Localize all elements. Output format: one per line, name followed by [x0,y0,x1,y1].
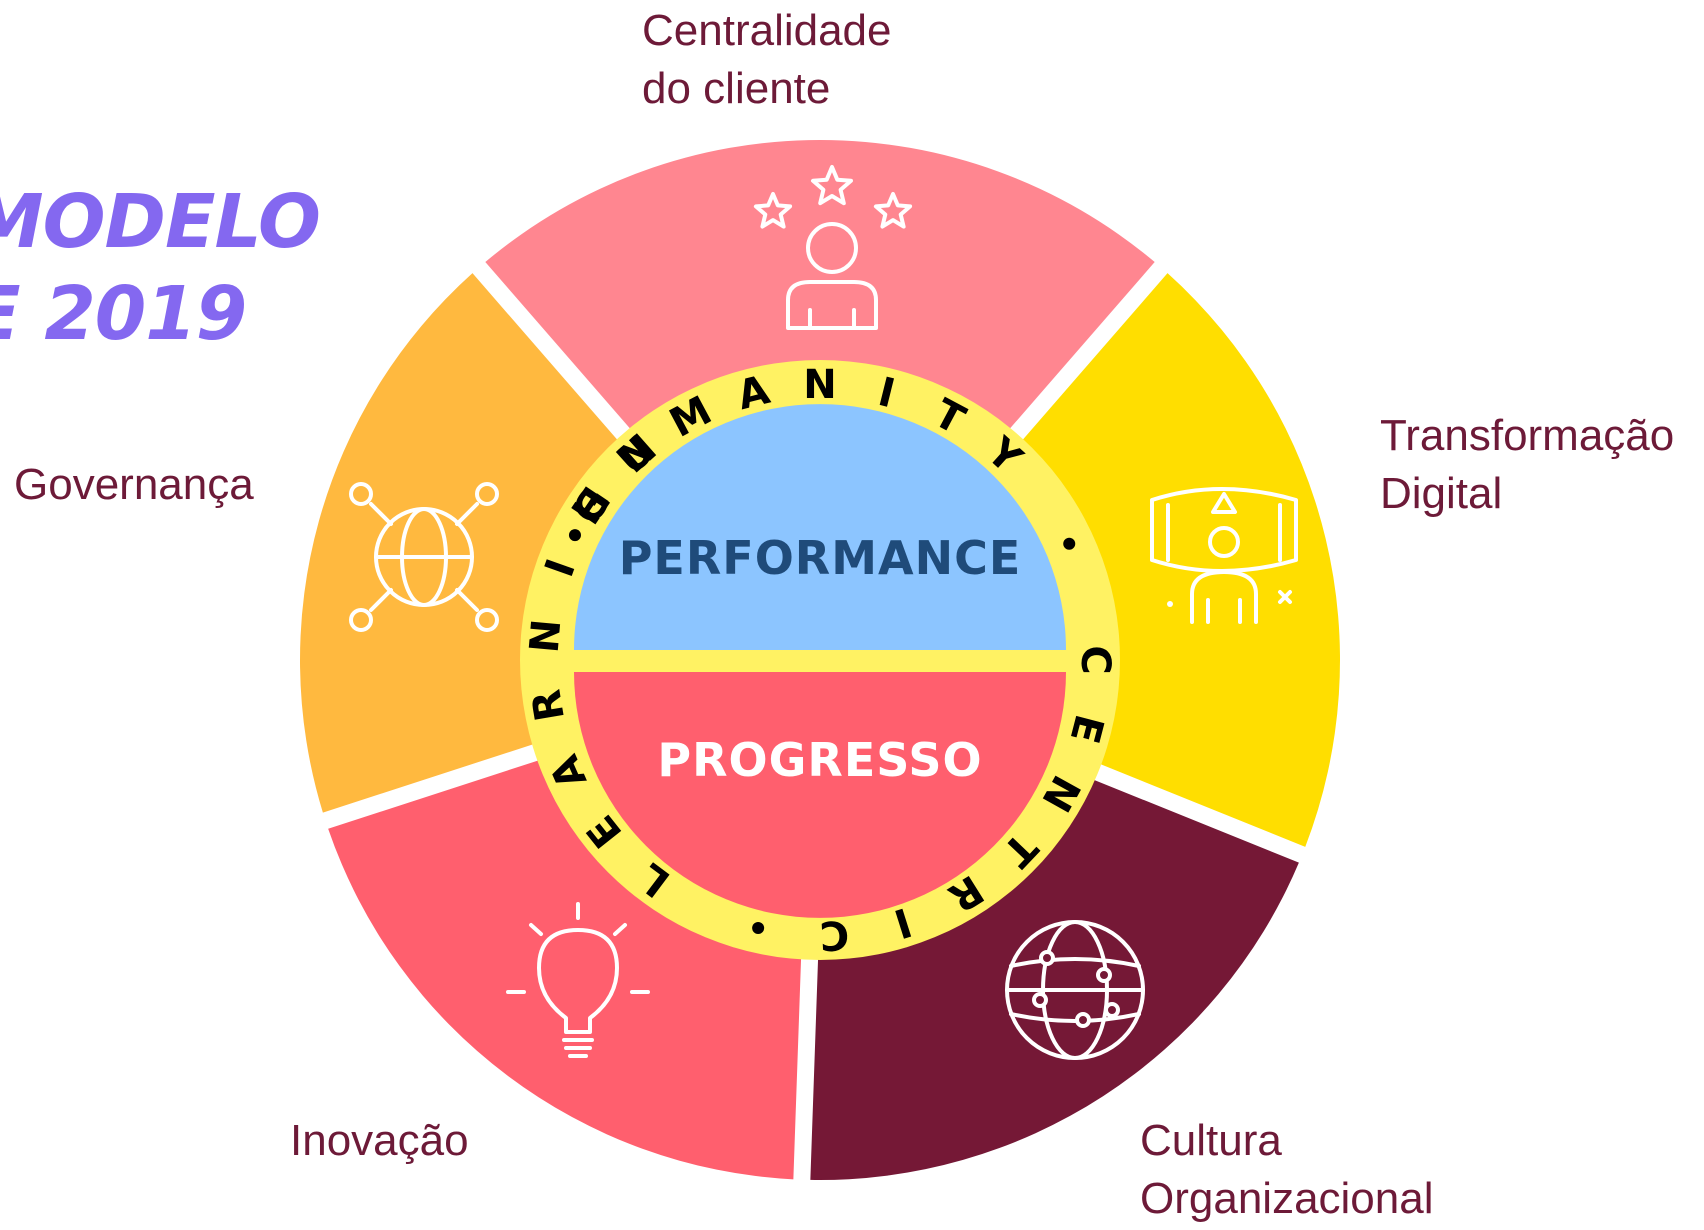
segment-cultura [810,767,1299,1180]
ring-letter: C [819,911,851,958]
ring-separator-dot [568,529,581,542]
progresso-label: PROGRESSO [657,733,982,787]
segment-inovacao [328,749,803,1180]
label-inovacao: Inovação [290,1116,469,1165]
progresso-half [574,672,1066,918]
diagram-title: MODELO E 2019 [0,179,321,357]
ring-separator-dot [1063,537,1076,550]
ring-letter: R [524,686,574,724]
ring-separator-dot [752,921,765,934]
ring-letter: N [522,617,571,654]
person-stars-icon [753,165,913,330]
lightbulb-icon [506,902,650,1058]
performance-half [574,404,1066,650]
segment-centralidade [485,140,1155,455]
network-globe-icon [1005,920,1145,1060]
ring-letter: N [803,362,836,408]
label-cultura-organizacional: Cultura Organizacional [1140,1116,1434,1223]
connected-globe-icon [349,482,499,632]
ring-letter: C [1072,645,1118,674]
performance-label: PERFORMANCE [619,531,1022,585]
person-vr-screens-icon [1150,487,1298,624]
label-governanca: Governança [14,460,254,509]
label-transformacao-digital: Transformação Digital [1380,411,1675,518]
label-centralidade-do-cliente: Centralidade do cliente [642,6,892,113]
